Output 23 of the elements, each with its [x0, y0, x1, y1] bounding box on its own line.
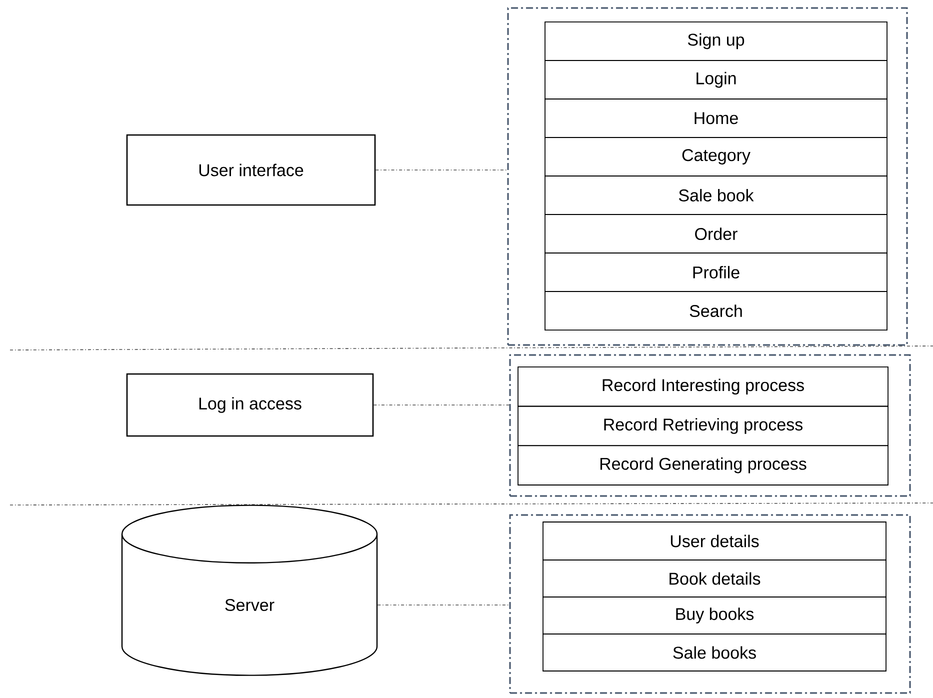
database-cylinder: Server — [121, 504, 378, 676]
list-cell: Category — [544, 137, 888, 176]
list-cell: Record Interesting process — [518, 366, 888, 407]
list-cell: Book details — [542, 560, 886, 598]
list-cell: Record Retrieving process — [518, 406, 888, 446]
group-frame — [507, 7, 908, 346]
list-cell: User details — [542, 522, 886, 560]
list-cell: Sale book — [544, 176, 888, 215]
list-cell: Profile — [544, 252, 888, 292]
connector-line — [377, 604, 510, 606]
list-cell: Record Generating process — [518, 445, 888, 486]
group-frame — [509, 514, 911, 694]
list-cell: Sign up — [544, 22, 888, 61]
list-cell: Home — [544, 98, 888, 138]
layer-box: User interface — [126, 134, 376, 206]
list-cell: Login — [544, 60, 888, 100]
list-cell: Buy books — [542, 596, 886, 634]
group-frame — [509, 354, 911, 497]
list-cell: Order — [544, 214, 888, 254]
layer-box: Log in access — [126, 373, 374, 437]
list-cell: Sale books — [542, 634, 886, 672]
list-cell: Search — [544, 291, 888, 330]
connector-line — [373, 404, 510, 406]
